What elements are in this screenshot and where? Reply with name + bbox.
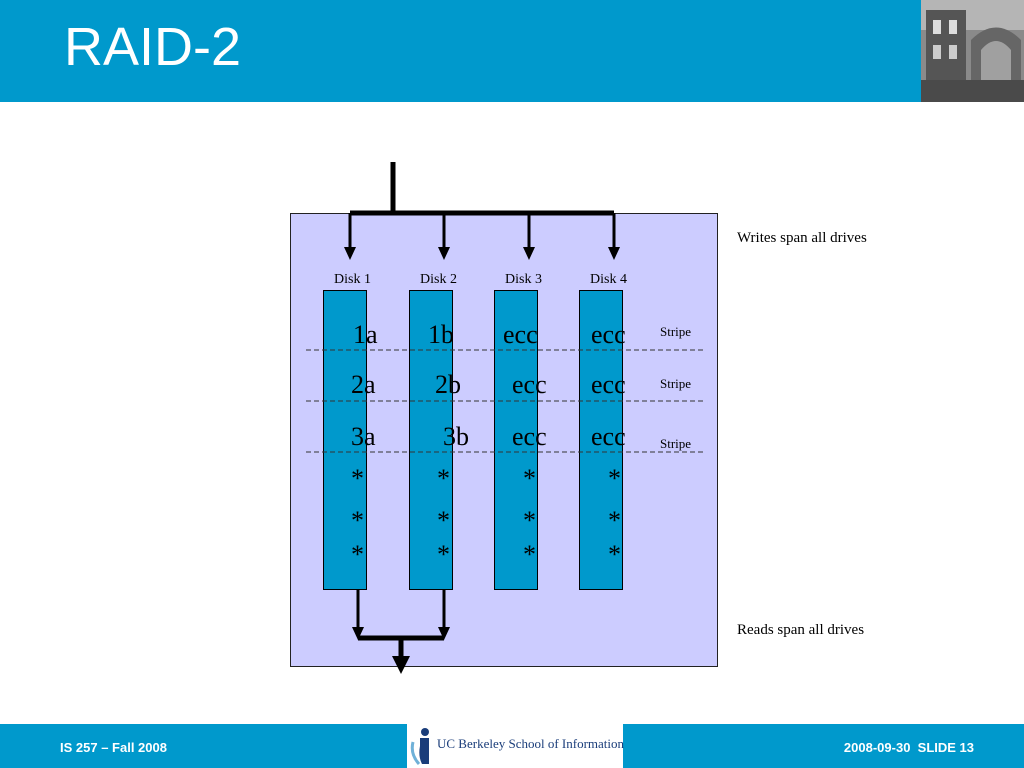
block-ecc-3-2: ecc [512, 370, 547, 399]
continuation-star: * [523, 464, 536, 493]
stripe-label: Stripe [660, 324, 692, 339]
block-ecc-3-1: ecc [503, 320, 538, 349]
continuation-star: * [351, 464, 364, 493]
slide-footer: IS 257 – Fall 2008 UC Berkeley School of… [0, 724, 1024, 768]
block-ecc-3-3: ecc [512, 422, 547, 451]
disk-3 [494, 290, 538, 590]
block-2a: 2a [351, 370, 376, 399]
campus-tower-image [921, 0, 1024, 102]
continuation-star: * [437, 540, 450, 569]
disk-4-label: Disk 4 [590, 272, 627, 287]
continuation-star: * [523, 506, 536, 535]
continuation-star: * [523, 540, 536, 569]
continuation-star: * [608, 464, 621, 493]
reads-note: Reads span all drives [737, 622, 865, 638]
course-label: IS 257 – Fall 2008 [60, 740, 167, 755]
continuation-star: * [351, 540, 364, 569]
continuation-star: * [608, 506, 621, 535]
disk-1 [323, 290, 367, 590]
block-1b: 1b [428, 320, 454, 349]
writes-note: Writes span all drives [737, 230, 867, 246]
slide-title: RAID-2 [64, 17, 242, 77]
block-ecc-4-1: ecc [591, 320, 626, 349]
block-3a: 3a [351, 422, 376, 451]
block-ecc-4-3: ecc [591, 422, 626, 451]
school-name: UC Berkeley School of Information [437, 736, 625, 751]
date-slide-label: 2008-09-30 SLIDE 13 [843, 740, 974, 755]
school-info-icon [410, 728, 429, 766]
continuation-star: * [437, 464, 450, 493]
campus-photo [921, 0, 1024, 102]
continuation-star: * [437, 506, 450, 535]
disk-1-label: Disk 1 [334, 272, 371, 287]
slide-header: RAID-2 [0, 0, 1024, 102]
disk-3-label: Disk 3 [505, 272, 542, 287]
disk-2 [409, 290, 453, 590]
stripe-label: Stripe [660, 436, 692, 451]
continuation-star: * [351, 506, 364, 535]
block-2b: 2b [435, 370, 461, 399]
stripe-label: Stripe [660, 376, 692, 391]
block-3b: 3b [443, 422, 469, 451]
school-logo: UC Berkeley School of Information [407, 724, 625, 768]
disk-2-label: Disk 2 [420, 272, 457, 287]
block-ecc-4-2: ecc [591, 370, 626, 399]
block-1a: 1a [353, 320, 378, 349]
disk-4 [579, 290, 623, 590]
continuation-star: * [608, 540, 621, 569]
